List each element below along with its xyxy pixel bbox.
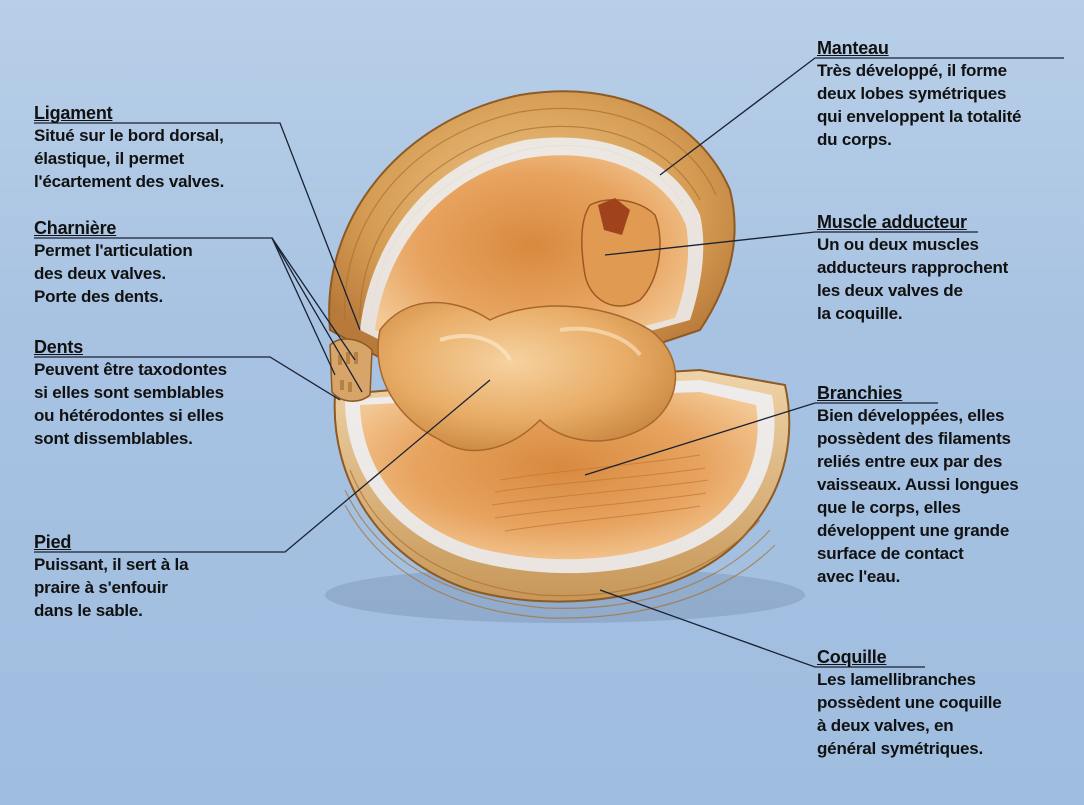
label-branchies-line: possèdent des filaments xyxy=(817,427,1079,450)
label-dents-line: Peuvent être taxodontes xyxy=(34,358,294,381)
label-manteau: Manteau Très développé, il forme deux lo… xyxy=(817,37,1079,151)
label-branchies-line: avec l'eau. xyxy=(817,565,1079,588)
label-pied-title: Pied xyxy=(34,531,274,553)
label-coquille-line: général symétriques. xyxy=(817,737,1079,760)
label-pied-line: dans le sable. xyxy=(34,599,274,622)
label-charniere: Charnière Permet l'articulation des deux… xyxy=(34,217,274,308)
label-ligament-line: Situé sur le bord dorsal, xyxy=(34,124,294,147)
label-branchies-title: Branchies xyxy=(817,382,1079,404)
label-branchies-line: vaisseaux. Aussi longues xyxy=(817,473,1079,496)
label-muscle: Muscle adducteur Un ou deux muscles addu… xyxy=(817,211,1079,325)
label-branchies-line: surface de contact xyxy=(817,542,1079,565)
label-branchies-line: que le corps, elles xyxy=(817,496,1079,519)
label-coquille-line: Les lamellibranches xyxy=(817,668,1079,691)
label-muscle-line: adducteurs rapprochent xyxy=(817,256,1079,279)
label-muscle-line: Un ou deux muscles xyxy=(817,233,1079,256)
label-pied-line: Puissant, il sert à la xyxy=(34,553,274,576)
label-dents-line: sont dissemblables. xyxy=(34,427,294,450)
label-branchies-line: Bien développées, elles xyxy=(817,404,1079,427)
label-dents-title: Dents xyxy=(34,336,294,358)
label-ligament-line: l'écartement des valves. xyxy=(34,170,294,193)
label-ligament-line: élastique, il permet xyxy=(34,147,294,170)
label-dents-line: si elles sont semblables xyxy=(34,381,294,404)
label-pied-line: praire à s'enfouir xyxy=(34,576,274,599)
label-branchies-line: développent une grande xyxy=(817,519,1079,542)
label-charniere-line: Permet l'articulation xyxy=(34,239,274,262)
label-coquille-line: possèdent une coquille xyxy=(817,691,1079,714)
label-muscle-line: les deux valves de xyxy=(817,279,1079,302)
label-manteau-line: Très développé, il forme xyxy=(817,59,1079,82)
label-ligament: Ligament Situé sur le bord dorsal, élast… xyxy=(34,102,294,193)
label-coquille-title: Coquille xyxy=(817,646,1079,668)
label-branchies-line: reliés entre eux par des xyxy=(817,450,1079,473)
label-charniere-title: Charnière xyxy=(34,217,274,239)
label-dents-line: ou hétérodontes si elles xyxy=(34,404,294,427)
foot xyxy=(378,303,675,451)
label-manteau-line: du corps. xyxy=(817,128,1079,151)
label-ligament-title: Ligament xyxy=(34,102,294,124)
label-branchies: Branchies Bien développées, elles possèd… xyxy=(817,382,1079,588)
label-muscle-line: la coquille. xyxy=(817,302,1079,325)
label-pied: Pied Puissant, il sert à la praire à s'e… xyxy=(34,531,274,622)
label-charniere-line: des deux valves. xyxy=(34,262,274,285)
label-manteau-title: Manteau xyxy=(817,37,1079,59)
label-dents: Dents Peuvent être taxodontes si elles s… xyxy=(34,336,294,450)
label-charniere-line: Porte des dents. xyxy=(34,285,274,308)
label-manteau-line: qui enveloppent la totalité xyxy=(817,105,1079,128)
label-coquille-line: à deux valves, en xyxy=(817,714,1079,737)
label-coquille: Coquille Les lamellibranches possèdent u… xyxy=(817,646,1079,760)
label-muscle-title: Muscle adducteur xyxy=(817,211,1079,233)
label-manteau-line: deux lobes symétriques xyxy=(817,82,1079,105)
